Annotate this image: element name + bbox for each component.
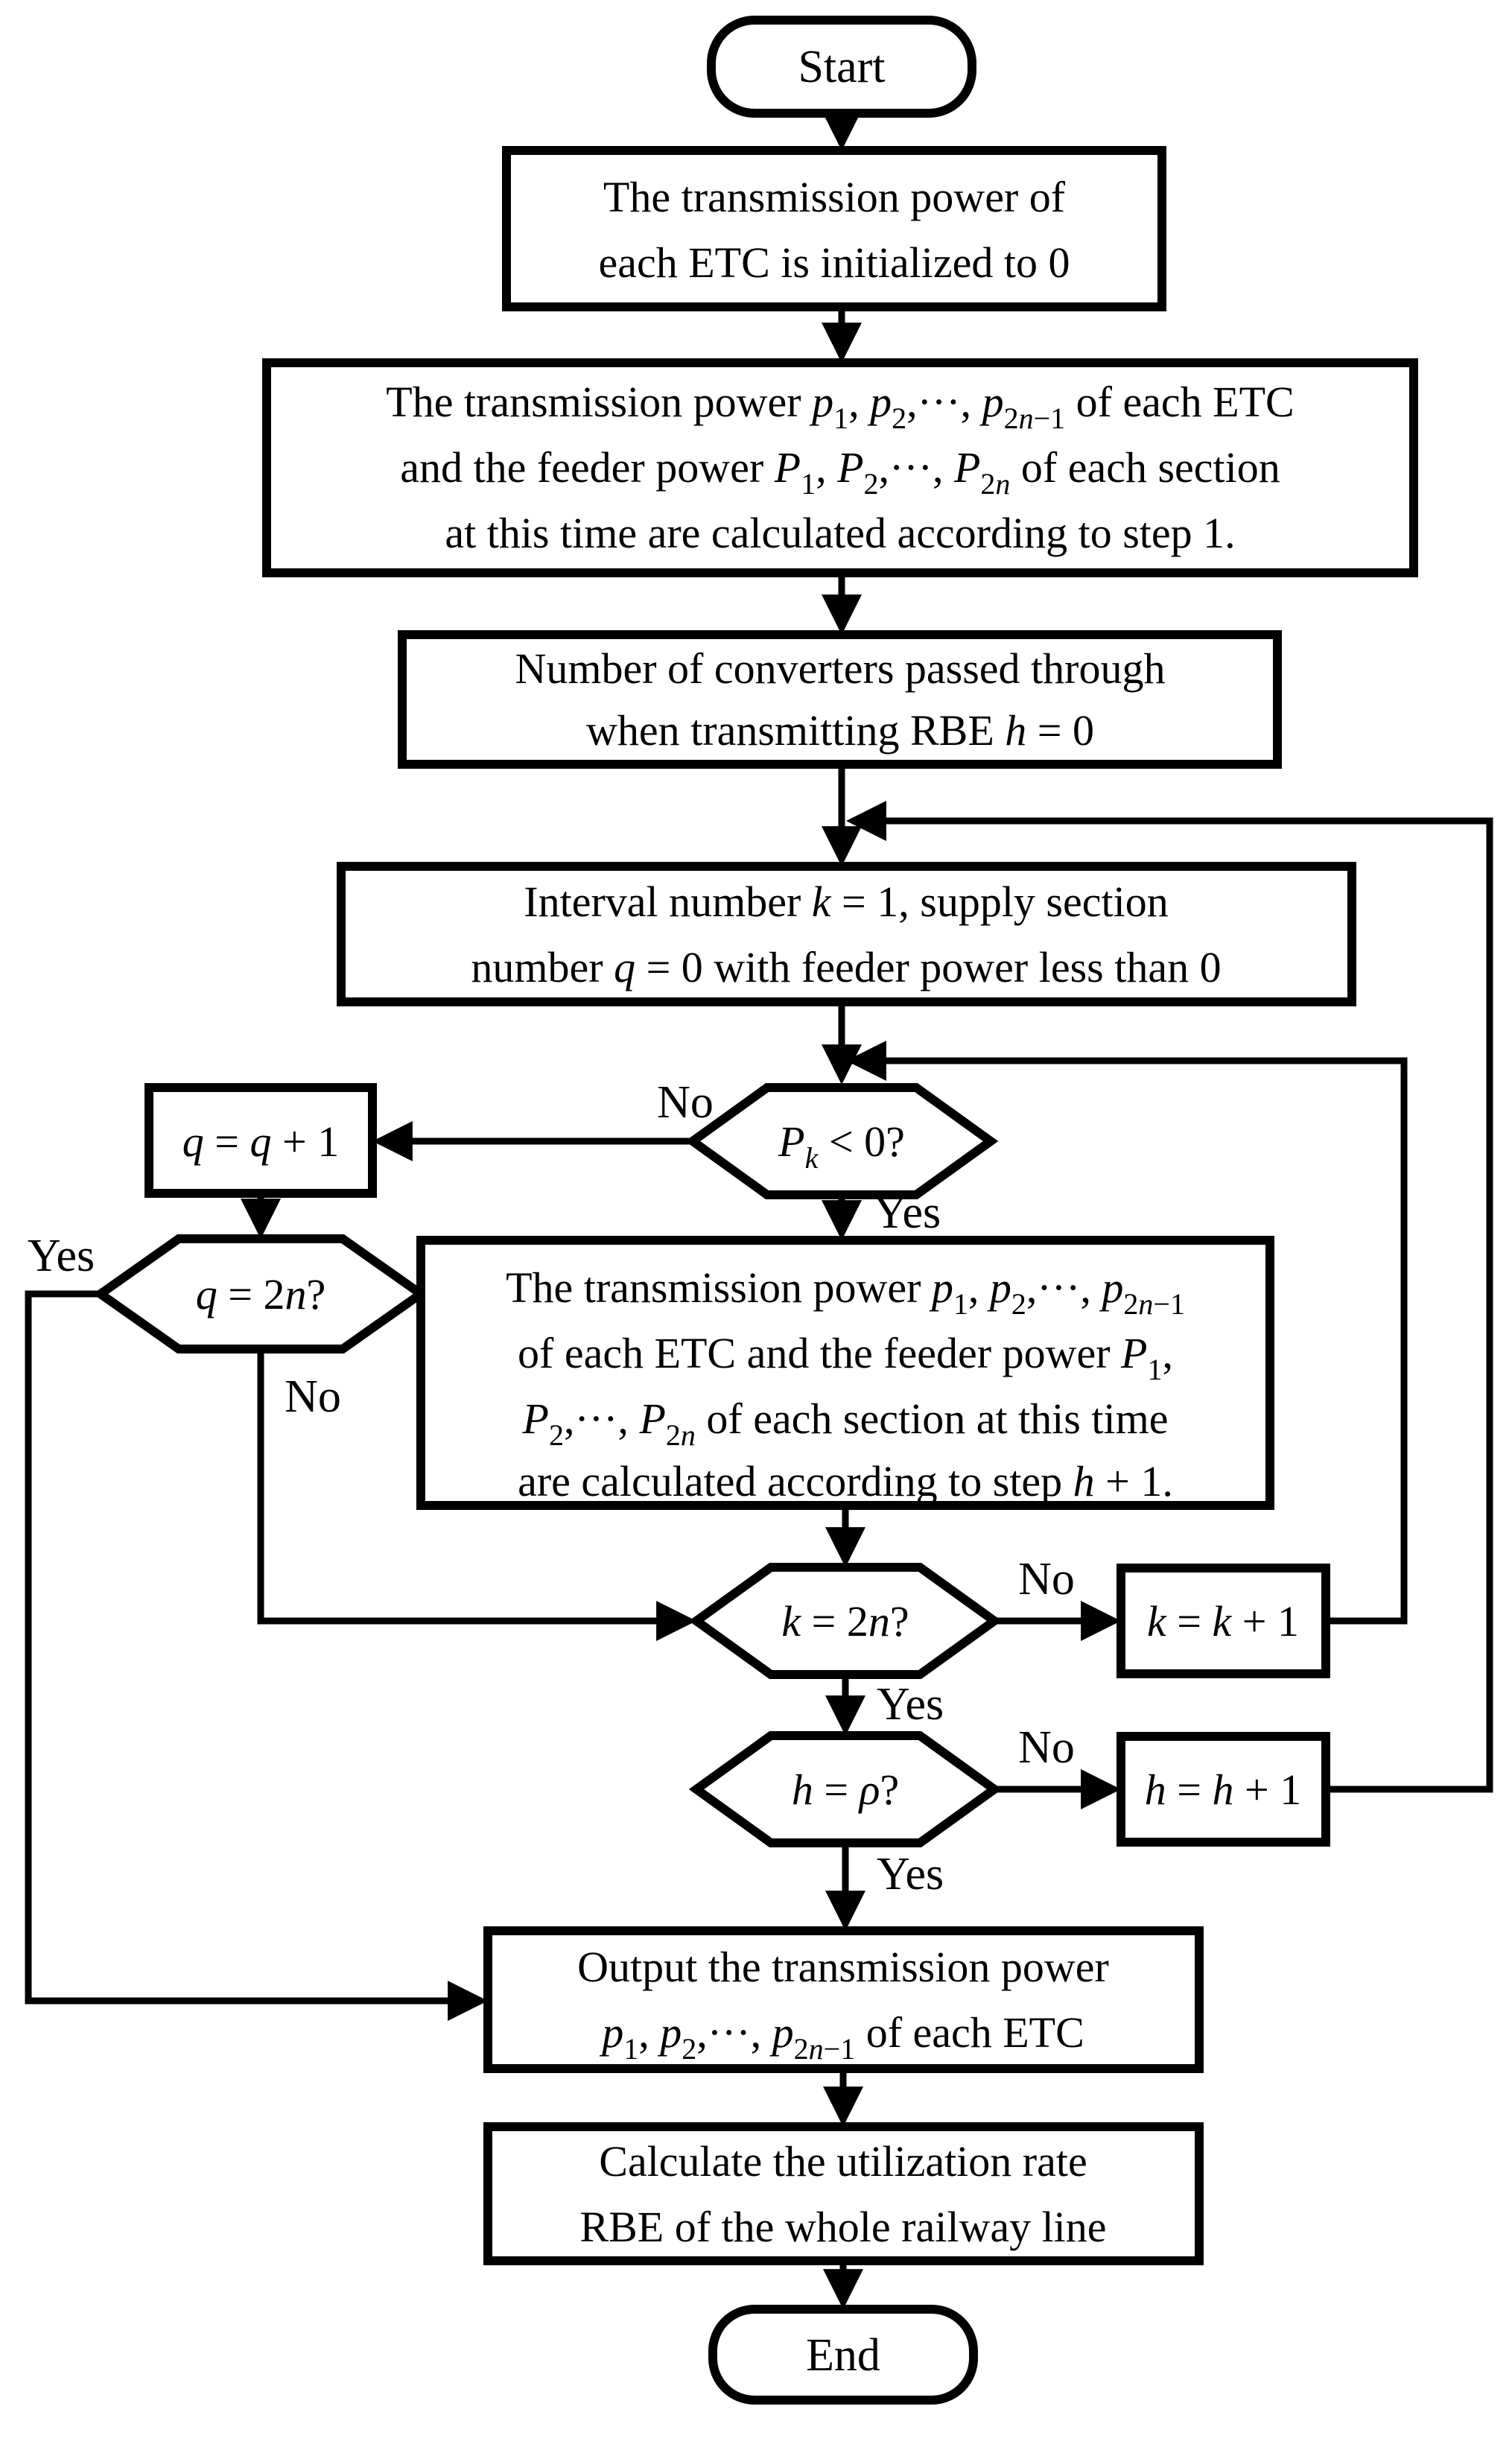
- h-check-decision: [688, 1731, 1003, 1847]
- calc-line-1: Calculate the utilization rate: [599, 2137, 1087, 2186]
- end-terminator: [708, 2305, 978, 2405]
- output-box: [483, 1926, 1204, 2073]
- step-h-box: [416, 1236, 1274, 1510]
- init-line-1: The transmission power of: [603, 173, 1066, 221]
- calc-box: [483, 2122, 1204, 2265]
- label-k2n-yes: Yes: [877, 1679, 944, 1730]
- converters-box: [398, 630, 1282, 769]
- node-output: Output the transmission power p1, p2,···…: [483, 1926, 1204, 2073]
- node-calc: Calculate the utilization rate RBE of th…: [483, 2122, 1204, 2265]
- output-line-1: Output the transmission power: [577, 1943, 1109, 1991]
- init-line-2: each ETC is initialized to 0: [599, 238, 1070, 287]
- label-k2n-no: No: [1018, 1554, 1075, 1605]
- k-inc-label: k = k + 1: [1147, 1597, 1299, 1646]
- start-label: Start: [798, 42, 885, 92]
- q2n-check-label: q = 2n?: [196, 1270, 325, 1318]
- step-h-line-3: P2,···, P2n of each section at this time: [522, 1394, 1169, 1452]
- step1-box: [262, 358, 1418, 577]
- node-h-inc: h = h + 1: [1116, 1732, 1330, 1847]
- init-box: [502, 146, 1166, 311]
- node-q2n-check: q = 2n?: [92, 1234, 429, 1353]
- node-k2n-check: k = 2n?: [688, 1563, 1003, 1679]
- interval-box: [337, 862, 1356, 1006]
- converters-line-2: when transmitting RBE h = 0: [586, 706, 1094, 755]
- h-inc-box: [1116, 1732, 1330, 1847]
- h-check-label: h = ρ?: [792, 1765, 899, 1814]
- step1-line-2: and the feeder power P1, P2,···, P2n of …: [400, 443, 1280, 501]
- label-q2n-yes: Yes: [28, 1231, 95, 1281]
- k-inc-box: [1116, 1564, 1330, 1678]
- node-step-h: The transmission power p1, p2,···, p2n−1…: [416, 1236, 1274, 1510]
- edge-k-inc-feedback: [845, 1041, 1408, 1625]
- start-terminator: [707, 16, 976, 118]
- k2n-check-label: k = 2n?: [781, 1597, 909, 1646]
- q-inc-label: q = q + 1: [182, 1117, 339, 1166]
- pk-check-decision: [684, 1083, 999, 1199]
- end-label: End: [806, 2330, 880, 2381]
- step-h-line-4: are calculated according to step h + 1.: [518, 1457, 1173, 1505]
- label-h-yes: Yes: [877, 1849, 944, 1900]
- interval-line-1: Interval number k = 1, supply section: [524, 878, 1168, 926]
- edge-labels: No Yes Yes No No Yes No Yes: [28, 1077, 1075, 1900]
- node-end: End: [708, 2305, 978, 2405]
- q-inc-box: [144, 1083, 377, 1198]
- step1-line-1: The transmission power p1, p2,···, p2n−1…: [386, 378, 1294, 435]
- calc-line-2: RBE of the whole railway line: [579, 2203, 1106, 2251]
- edge-h-inc-feedback: [845, 801, 1493, 1793]
- step-h-line-2: of each ETC and the feeder power P1,: [518, 1329, 1173, 1386]
- label-q2n-no: No: [285, 1371, 341, 1422]
- node-converters: Number of converters passed through when…: [398, 630, 1282, 769]
- node-step1: The transmission power p1, p2,···, p2n−1…: [262, 358, 1418, 577]
- node-interval: Interval number k = 1, supply section nu…: [337, 862, 1356, 1006]
- step1-line-3: at this time are calculated according to…: [445, 509, 1235, 557]
- converters-line-1: Number of converters passed through: [515, 644, 1166, 693]
- node-k-inc: k = k + 1: [1116, 1564, 1330, 1678]
- k2n-check-decision: [688, 1563, 1003, 1679]
- output-line-2: p1, p2,···, p2n−1 of each ETC: [599, 2008, 1084, 2066]
- node-init: The transmission power of each ETC is in…: [502, 146, 1166, 311]
- label-pk-no: No: [657, 1077, 714, 1128]
- node-q-inc: q = q + 1: [144, 1083, 377, 1198]
- edge-q2n-yes: [25, 1290, 489, 2021]
- label-h-no: No: [1018, 1722, 1075, 1773]
- node-h-check: h = ρ?: [688, 1731, 1003, 1847]
- interval-line-2: number q = 0 with feeder power less than…: [471, 943, 1221, 991]
- node-pk-check: Pk < 0?: [684, 1083, 999, 1199]
- h-inc-label: h = h + 1: [1145, 1765, 1301, 1814]
- flow-edges: [25, 110, 1493, 2310]
- pk-check-label: Pk < 0?: [778, 1117, 905, 1175]
- edge-q2n-no: [257, 1349, 697, 1641]
- step-h-line-1: The transmission power p1, p2,···, p2n−1: [506, 1263, 1185, 1321]
- node-start: Start: [707, 16, 976, 118]
